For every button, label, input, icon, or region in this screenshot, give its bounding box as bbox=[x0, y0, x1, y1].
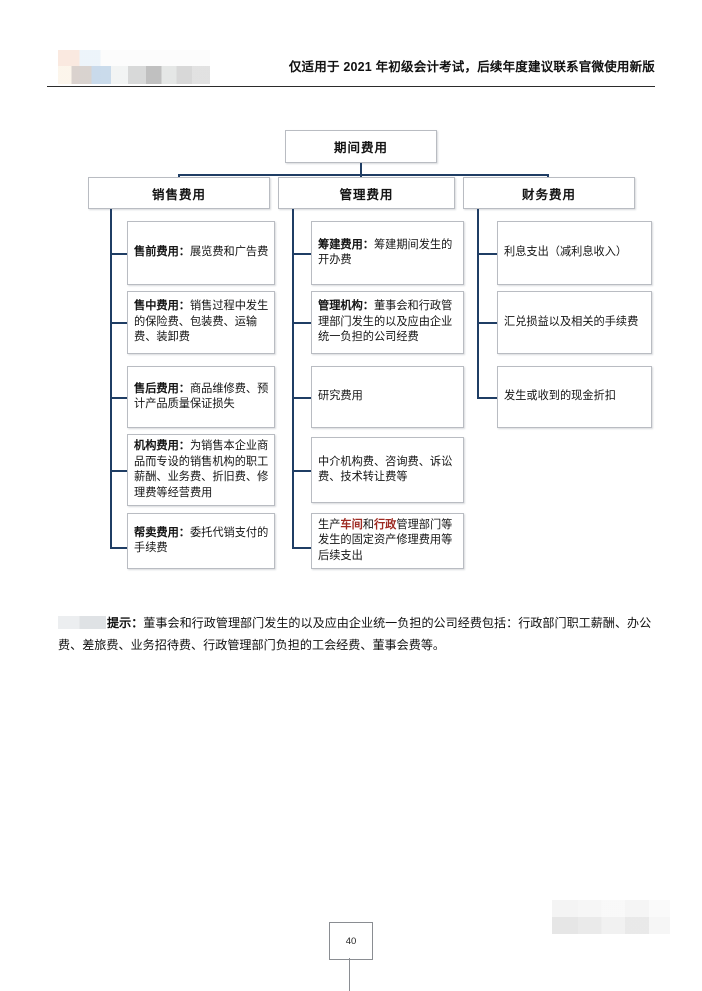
connector-trunk-sales bbox=[110, 209, 112, 549]
connector-finance-item-0 bbox=[477, 253, 498, 255]
leaf-admin-2-text: 研究费用 bbox=[318, 390, 363, 403]
leaf-admin-1-text: 管理机构：董事会和行政管理部门发生的以及应由企业统一负担的公司经费 bbox=[318, 300, 453, 344]
leaf-sales-3-text: 机构费用：为销售本企业商品而专设的销售机构的职工薪酬、业务费、折旧费、修理费等经… bbox=[134, 440, 269, 499]
connector-trunk-admin bbox=[292, 209, 294, 549]
node-root: 期间费用 bbox=[285, 130, 437, 163]
leaf-sales-1-text: 售中费用：销售过程中发生的保险费、包装费、运输费、装卸费 bbox=[134, 300, 269, 344]
connector-admin-item-3 bbox=[292, 470, 312, 472]
page-number-label: 40 bbox=[345, 935, 357, 947]
note-block: 提示：董事会和行政管理部门发生的以及应由企业统一负担的公司经费包括：行政部门职工… bbox=[58, 612, 658, 656]
connector-sales-item-1 bbox=[110, 322, 128, 324]
leaf-admin-4: 生产车间和行政管理部门等发生的固定资产修理费用等后续支出 bbox=[311, 513, 464, 569]
leaf-finance-2-text: 发生或收到的现金折扣 bbox=[504, 390, 616, 403]
leaf-admin-3: 中介机构费、咨询费、诉讼费、技术转让费等 bbox=[311, 437, 464, 503]
leaf-admin-3-text: 中介机构费、咨询费、诉讼费、技术转让费等 bbox=[318, 455, 453, 484]
note-text: 董事会和行政管理部门发生的以及应由企业统一负担的公司经费包括：行政部门职工薪酬、… bbox=[58, 616, 652, 652]
connector-trunk-finance bbox=[477, 209, 479, 399]
connector-level2-bus bbox=[178, 174, 549, 176]
node-branch-finance: 财务费用 bbox=[463, 177, 635, 209]
leaf-admin-1: 管理机构：董事会和行政管理部门发生的以及应由企业统一负担的公司经费 bbox=[311, 291, 464, 354]
connector-sales-item-0 bbox=[110, 253, 128, 255]
header-divider bbox=[47, 86, 655, 87]
node-branch-admin: 管理费用 bbox=[278, 177, 455, 209]
leaf-finance-1: 汇兑损益以及相关的手续费 bbox=[497, 291, 652, 354]
node-branch-sales: 销售费用 bbox=[88, 177, 270, 209]
page-number-stem bbox=[349, 958, 351, 991]
connector-finance-item-1 bbox=[477, 322, 498, 324]
connector-sales-item-2 bbox=[110, 397, 128, 399]
leaf-finance-0: 利息支出（减利息收入） bbox=[497, 221, 652, 285]
leaf-sales-0-text: 售前费用：展览费和广告费 bbox=[134, 246, 269, 259]
leaf-finance-2: 发生或收到的现金折扣 bbox=[497, 366, 652, 428]
leaf-sales-2: 售后费用：商品维修费、预计产品质量保证损失 bbox=[127, 366, 275, 428]
leaf-admin-0-text: 筹建费用：筹建期间发生的开办费 bbox=[318, 238, 453, 267]
node-branch-finance-label: 财务费用 bbox=[521, 187, 576, 202]
footer-watermark-icon bbox=[552, 900, 670, 934]
connector-finance-item-2 bbox=[477, 397, 498, 399]
connector-admin-item-0 bbox=[292, 253, 312, 255]
connector-sales-item-4 bbox=[110, 547, 128, 549]
redacted-logo-icon bbox=[58, 50, 210, 84]
note-lead-label: 提示： bbox=[107, 616, 144, 630]
leaf-admin-4-text: 生产车间和行政管理部门等发生的固定资产修理费用等后续支出 bbox=[318, 518, 453, 562]
note-redaction-icon bbox=[58, 616, 106, 629]
connector-admin-item-1 bbox=[292, 322, 312, 324]
leaf-finance-1-text: 汇兑损益以及相关的手续费 bbox=[504, 315, 639, 328]
connector-sales-item-3 bbox=[110, 470, 128, 472]
leaf-finance-0-text: 利息支出（减利息收入） bbox=[504, 246, 628, 259]
leaf-sales-2-text: 售后费用：商品维修费、预计产品质量保证损失 bbox=[134, 382, 269, 411]
leaf-sales-1: 售中费用：销售过程中发生的保险费、包装费、运输费、装卸费 bbox=[127, 291, 275, 354]
node-root-label: 期间费用 bbox=[333, 141, 388, 155]
leaf-admin-2: 研究费用 bbox=[311, 366, 464, 428]
leaf-sales-3: 机构费用：为销售本企业商品而专设的销售机构的职工薪酬、业务费、折旧费、修理费等经… bbox=[127, 434, 275, 506]
leaf-sales-0: 售前费用：展览费和广告费 bbox=[127, 221, 275, 285]
node-branch-admin-label: 管理费用 bbox=[339, 187, 394, 202]
connector-admin-item-2 bbox=[292, 397, 312, 399]
page-number-box: 40 bbox=[329, 922, 373, 960]
node-branch-sales-label: 销售费用 bbox=[151, 187, 206, 202]
connector-root-down bbox=[360, 163, 362, 175]
leaf-admin-0: 筹建费用：筹建期间发生的开办费 bbox=[311, 221, 464, 285]
leaf-sales-4: 帮卖费用：委托代销支付的手续费 bbox=[127, 513, 275, 569]
connector-admin-item-4 bbox=[292, 547, 312, 549]
page-header: 仅适用于 2021 年初级会计考试，后续年度建议联系官微使用新版 bbox=[0, 44, 702, 88]
header-notice-text: 仅适用于 2021 年初级会计考试，后续年度建议联系官微使用新版 bbox=[288, 60, 655, 74]
leaf-sales-4-text: 帮卖费用：委托代销支付的手续费 bbox=[134, 526, 269, 555]
